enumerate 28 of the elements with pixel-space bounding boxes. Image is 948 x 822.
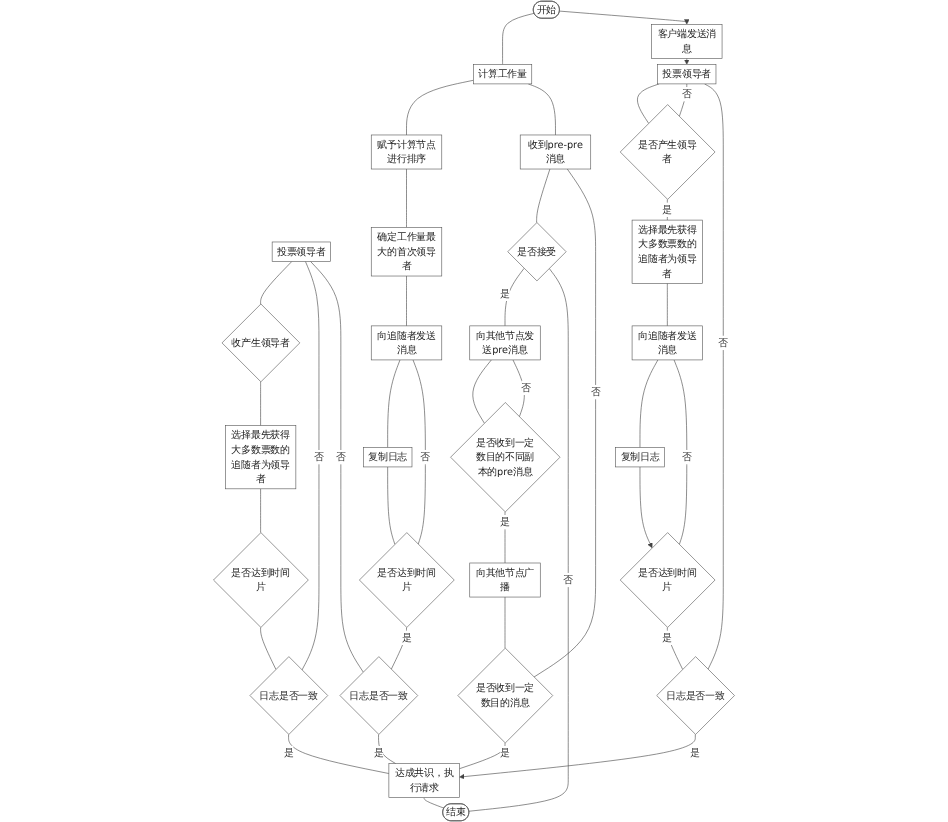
connector: [673, 359, 688, 545]
connector: [459, 742, 506, 770]
connector: [412, 359, 426, 545]
connector: [406, 168, 407, 228]
connector: [637, 83, 660, 124]
connector: [472, 359, 492, 424]
connector: [423, 797, 445, 809]
connector: [260, 381, 261, 426]
connector: [502, 13, 535, 65]
connector: [288, 734, 390, 774]
connector: [533, 168, 596, 678]
connector: [387, 359, 401, 448]
connector: [639, 359, 659, 448]
connector: [406, 275, 407, 327]
connector: [512, 359, 525, 418]
connector: [704, 83, 724, 670]
connector: [260, 488, 261, 533]
connector: [667, 283, 668, 327]
connector: [406, 79, 474, 136]
connector: [527, 83, 556, 136]
connector: [260, 627, 277, 670]
connector: [387, 466, 396, 545]
connector: [504, 268, 525, 327]
connector: [260, 261, 293, 305]
connector: [536, 168, 551, 223]
connector: [301, 261, 320, 671]
arrow: [684, 58, 690, 65]
connector: [310, 261, 364, 673]
